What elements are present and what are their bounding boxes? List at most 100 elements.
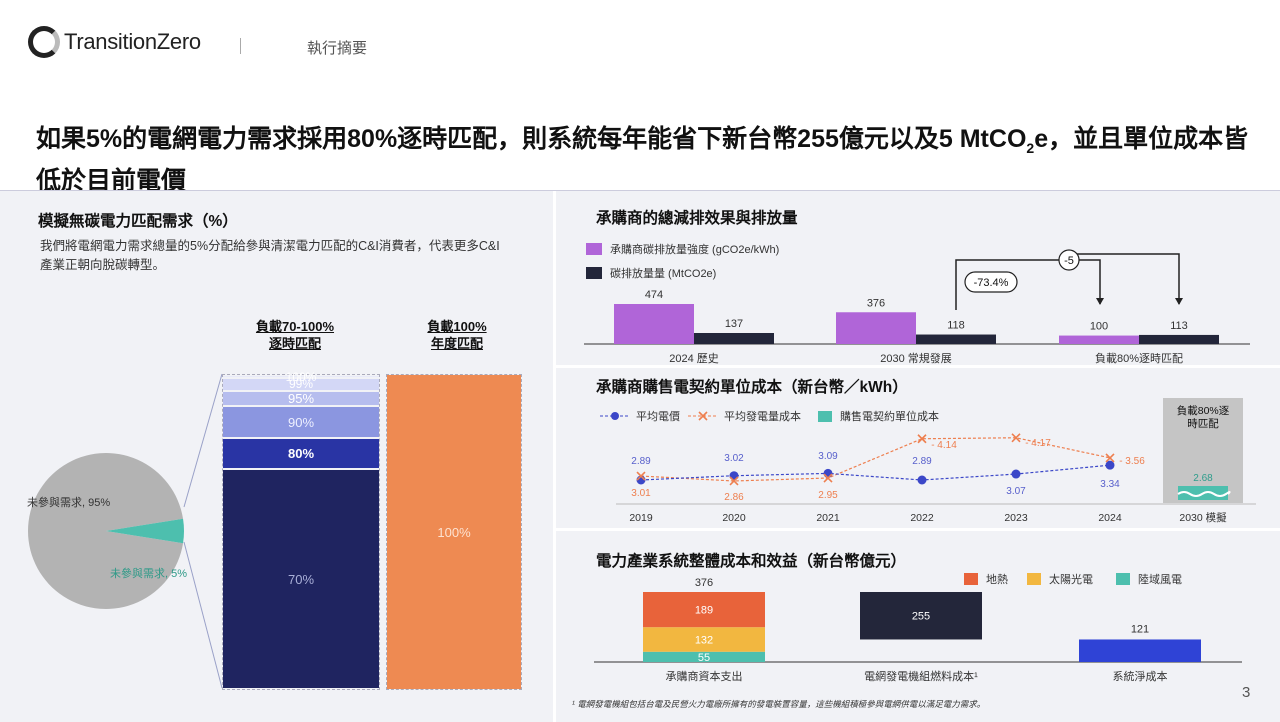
connector-top-line (183, 373, 223, 508)
reduction-bracket-pct (955, 259, 1101, 310)
hourly-segment-90: 90% (223, 406, 379, 437)
avg-price-line (640, 464, 1111, 481)
avg-price-value: 3.07 (1006, 486, 1026, 497)
gen-cost-legend-icon (688, 411, 718, 421)
pct-reduction-label: -73.4% (974, 277, 1009, 289)
gen-cost-legend-label: 平均發電量成本 (724, 411, 801, 423)
pie-chart (27, 373, 223, 689)
hourly-segment-label: 90% (287, 414, 315, 430)
footnote: ¹ 電網發電機組包括台電及民營火力電廠所擁有的發電裝置容量，這些機組積極參與電網… (572, 699, 986, 709)
capex-segment-value: 189 (695, 605, 713, 617)
annual-segment: 100% (387, 375, 521, 689)
hourly-segment-95: 95% (223, 390, 379, 407)
geothermal-legend-label: 地熱 (986, 574, 1008, 586)
emissions-title: 承購商的總減排效果與排放量 (596, 210, 798, 227)
page-headline: 如果5%的電網電力需求採用80%逐時匹配，則系統每年能省下新台幣255億元以及5… (36, 123, 1256, 198)
hourly-segment-99: 99% (223, 377, 379, 391)
solar-legend-label: 太陽光電 (1049, 574, 1093, 586)
avg-price-point (917, 475, 927, 485)
header-separator (240, 38, 241, 54)
net-cost-bar (1079, 639, 1201, 662)
gen-cost-value: 3.01 (631, 488, 651, 499)
top-bar: TransitionZero 執行摘要 (0, 0, 1280, 90)
annual-segment-label: 100% (437, 524, 471, 540)
gen-cost-point (823, 473, 833, 483)
net-cost-value: 121 (1131, 623, 1149, 635)
intensity-bar (836, 312, 916, 344)
brand-name: TransitionZero (64, 29, 201, 54)
gen-cost-point (917, 434, 927, 444)
price-chart: 負載80%逐時匹配2.682.893.013.022.863.092.952.8… (616, 398, 1256, 524)
avg-price-value: 2.89 (912, 456, 932, 467)
avg-price-value: 3.34 (1100, 479, 1120, 490)
price-year-label: 2023 (1004, 512, 1028, 524)
avg-price-point (1105, 460, 1115, 470)
hourly-segment-70: 70% (223, 469, 379, 688)
gen-cost-line (640, 437, 1111, 482)
price-panel: 承購商購售電契約單位成本（新台幣／kWh） 平均電價 平均發電量成本 購售電契約… (556, 368, 1280, 528)
cost-category-label: 電網發電機組燃料成本¹ (864, 669, 978, 683)
emissions-bar (694, 333, 774, 344)
hourly-segment-label: 70% (287, 571, 315, 587)
wind-swatch (1116, 573, 1130, 585)
brand-logo[interactable]: TransitionZero (28, 26, 201, 58)
intensity-legend-label: 承購商碳排放量強度 (gCO2e/kWh) (610, 244, 780, 256)
price-year-label: 2022 (910, 512, 934, 524)
gen-cost-point (1105, 453, 1115, 463)
gen-cost-point (729, 476, 739, 486)
gen-cost-point (636, 471, 646, 481)
pie-slice-nonparticipating (27, 453, 184, 609)
demand-panel-subtitle: 我們將電網電力需求總量的5%分配給參與清潔電力匹配的C&I消費者，代表更多C&I… (40, 239, 500, 272)
avg-price-point (823, 468, 833, 478)
capex-total-value: 376 (695, 577, 713, 589)
avg-price-legend-icon (600, 412, 630, 420)
fuel-cost-value: 255 (912, 611, 930, 623)
price-title: 承購商購售電契約單位成本（新台幣／kWh） (596, 379, 908, 396)
hourly-segment-label: 100% (285, 369, 317, 384)
intensity-swatch (586, 243, 602, 255)
section-label: 執行摘要 (307, 40, 368, 57)
gen-cost-value: 2.86 (724, 492, 744, 503)
header-divider (0, 190, 1280, 191)
gen-cost-value: - 3.56 (1119, 456, 1145, 467)
hourly-segment-label: 95% (287, 391, 315, 407)
cost-legend-wind: 陸域風電 (1116, 571, 1182, 587)
demand-panel-title: 模擬無碳電力匹配需求（%） (38, 213, 238, 230)
price-year-label: 2030 模擬 (1179, 511, 1227, 524)
annual-stack: 100% (386, 374, 522, 690)
solar-swatch (1027, 573, 1041, 585)
gen-cost-point (1011, 433, 1021, 443)
hourly-matching-header: 負載70-100% 逐時匹配 (255, 319, 335, 351)
price-year-label: 2020 (722, 512, 746, 524)
emissions-value-label: 137 (725, 318, 743, 330)
emissions-value-label: 118 (947, 320, 965, 332)
emissions-value-label: 113 (1170, 320, 1188, 332)
emissions-bar (1139, 334, 1219, 344)
ppa-cost-swatch (818, 410, 832, 422)
intensity-value-label: 474 (645, 289, 663, 301)
logo-icon (28, 26, 60, 58)
gen-cost-value: - 4.17 (1025, 438, 1051, 449)
price-legend-gen-cost: 平均發電量成本 (688, 408, 801, 424)
emissions-category-label: 2030 常規發展 (880, 351, 952, 365)
capex-segment-value: 55 (698, 652, 710, 664)
price-year-label: 2019 (629, 512, 653, 524)
annual-matching-header: 負載100% 年度匹配 (427, 319, 487, 351)
page-number: 3 (1242, 684, 1251, 701)
cost-category-label: 系統淨成本 (1113, 669, 1168, 683)
avg-price-legend-label: 平均電價 (636, 411, 680, 423)
pie-label-nonparticipating: 未參與需求, 95% (27, 497, 111, 509)
simulation-shade (1163, 398, 1243, 503)
capex-segment-value: 132 (695, 634, 713, 646)
hourly-segment-80: 80% (223, 437, 379, 469)
gen-cost-value: 2.95 (818, 490, 838, 501)
intensity-value-label: 376 (867, 297, 885, 309)
cost-legend-solar: 太陽光電 (1027, 571, 1093, 587)
avg-price-value: 2.89 (631, 456, 651, 467)
emissions-category-label: 2024 歷史 (669, 352, 719, 365)
intensity-value-label: 100 (1090, 321, 1108, 333)
arrow-abs-icon (1175, 298, 1183, 305)
gen-cost-value: - 4.14 (931, 440, 957, 451)
